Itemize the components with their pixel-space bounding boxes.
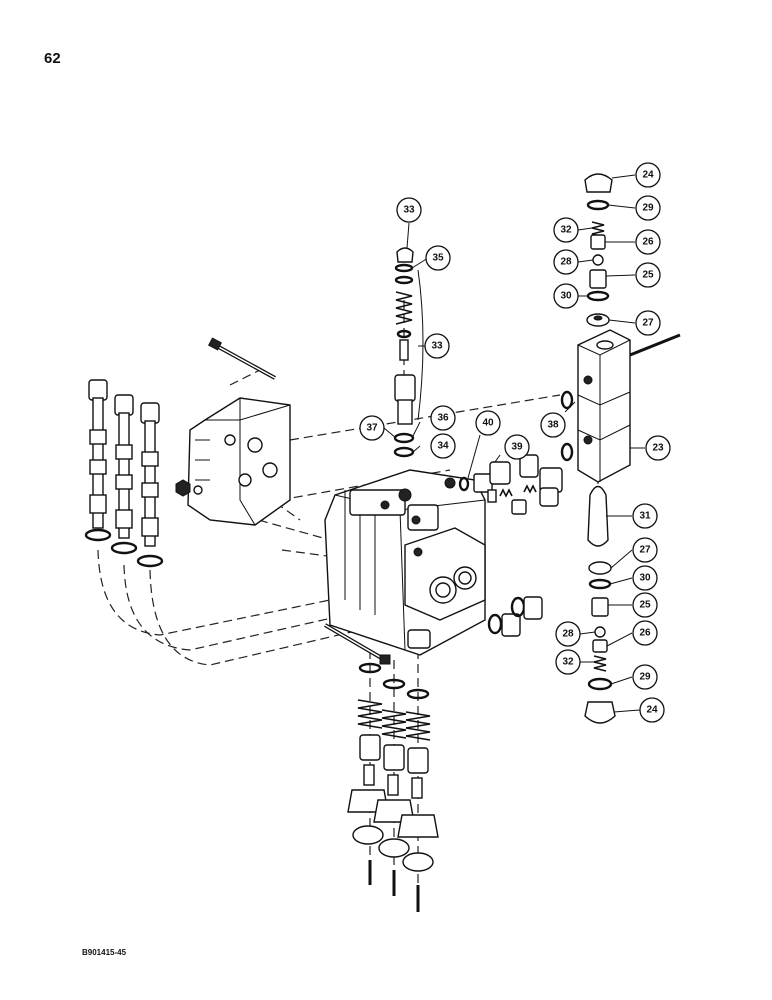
callout-28-bottom: 28 [555, 621, 581, 647]
svg-text:25: 25 [639, 600, 651, 611]
svg-text:28: 28 [560, 257, 572, 268]
callout-27-top: 27 [635, 310, 661, 336]
svg-text:40: 40 [482, 418, 494, 429]
callout-38: 38 [540, 412, 566, 438]
valve-section-ghost [187, 397, 291, 526]
main-valve-body [324, 469, 486, 656]
port-plugs [487, 596, 543, 637]
callout-34: 34 [430, 433, 456, 459]
svg-text:33: 33 [431, 341, 443, 352]
callout-33-top: 33 [396, 197, 422, 223]
svg-text:34: 34 [437, 441, 449, 452]
callout-24-top: 24 [635, 162, 661, 188]
spool-2 [110, 394, 138, 555]
relief-stack-upper [584, 173, 613, 327]
callout-29-top: 29 [635, 195, 661, 221]
svg-text:31: 31 [639, 511, 651, 522]
svg-text:30: 30 [560, 291, 572, 302]
callout-23: 23 [645, 435, 671, 461]
callout-39: 39 [504, 434, 530, 460]
check-valve-parts [444, 454, 563, 515]
svg-text:25: 25 [642, 270, 654, 281]
figure-code: B901415-45 [82, 948, 127, 957]
washer-left [193, 485, 203, 495]
callout-28-top: 28 [553, 249, 579, 275]
callout-35: 35 [425, 245, 451, 271]
callout-32-top: 32 [553, 217, 579, 243]
callout-32-bottom: 32 [555, 649, 581, 675]
svg-text:38: 38 [547, 420, 559, 431]
svg-text:39: 39 [511, 442, 523, 453]
leader-lines [383, 174, 645, 713]
callout-29-bottom: 29 [632, 664, 658, 690]
tie-bolt-upper [208, 337, 276, 380]
callout-26-top: 26 [635, 229, 661, 255]
svg-text:27: 27 [642, 318, 654, 329]
svg-text:23: 23 [652, 443, 664, 454]
callout-36: 36 [430, 405, 456, 431]
callout-26-bottom: 26 [632, 620, 658, 646]
svg-text:32: 32 [562, 657, 574, 668]
callout-30-top: 30 [553, 283, 579, 309]
page-number: 62 [44, 50, 61, 67]
svg-text:29: 29 [639, 672, 651, 683]
svg-text:26: 26 [642, 237, 654, 248]
tie-bolt-lower [323, 623, 391, 665]
svg-text:33: 33 [403, 205, 415, 216]
svg-text:32: 32 [560, 225, 572, 236]
relief-valve-housing [560, 329, 681, 483]
svg-text:27: 27 [639, 545, 651, 556]
callout-37: 37 [359, 415, 385, 441]
svg-text:35: 35 [432, 253, 444, 264]
callout-40: 40 [475, 410, 501, 436]
spool-3 [136, 402, 164, 568]
svg-text:24: 24 [642, 170, 654, 181]
callout-25-top: 25 [635, 262, 661, 288]
callout-25-bottom: 25 [632, 592, 658, 618]
spool-1 [84, 379, 112, 542]
callout-31: 31 [632, 503, 658, 529]
svg-text:37: 37 [366, 423, 378, 434]
callout-24-bottom: 24 [639, 697, 665, 723]
svg-text:29: 29 [642, 203, 654, 214]
callout-30-bottom: 30 [632, 565, 658, 591]
svg-text:36: 36 [437, 413, 449, 424]
nut-left [175, 479, 191, 497]
svg-text:30: 30 [639, 573, 651, 584]
callout-27-bottom: 27 [632, 537, 658, 563]
svg-text:28: 28 [562, 629, 574, 640]
svg-text:26: 26 [639, 628, 651, 639]
bottom-spring-stacks [347, 662, 439, 912]
svg-text:24: 24 [646, 705, 658, 716]
callout-33-side: 33 [424, 333, 450, 359]
